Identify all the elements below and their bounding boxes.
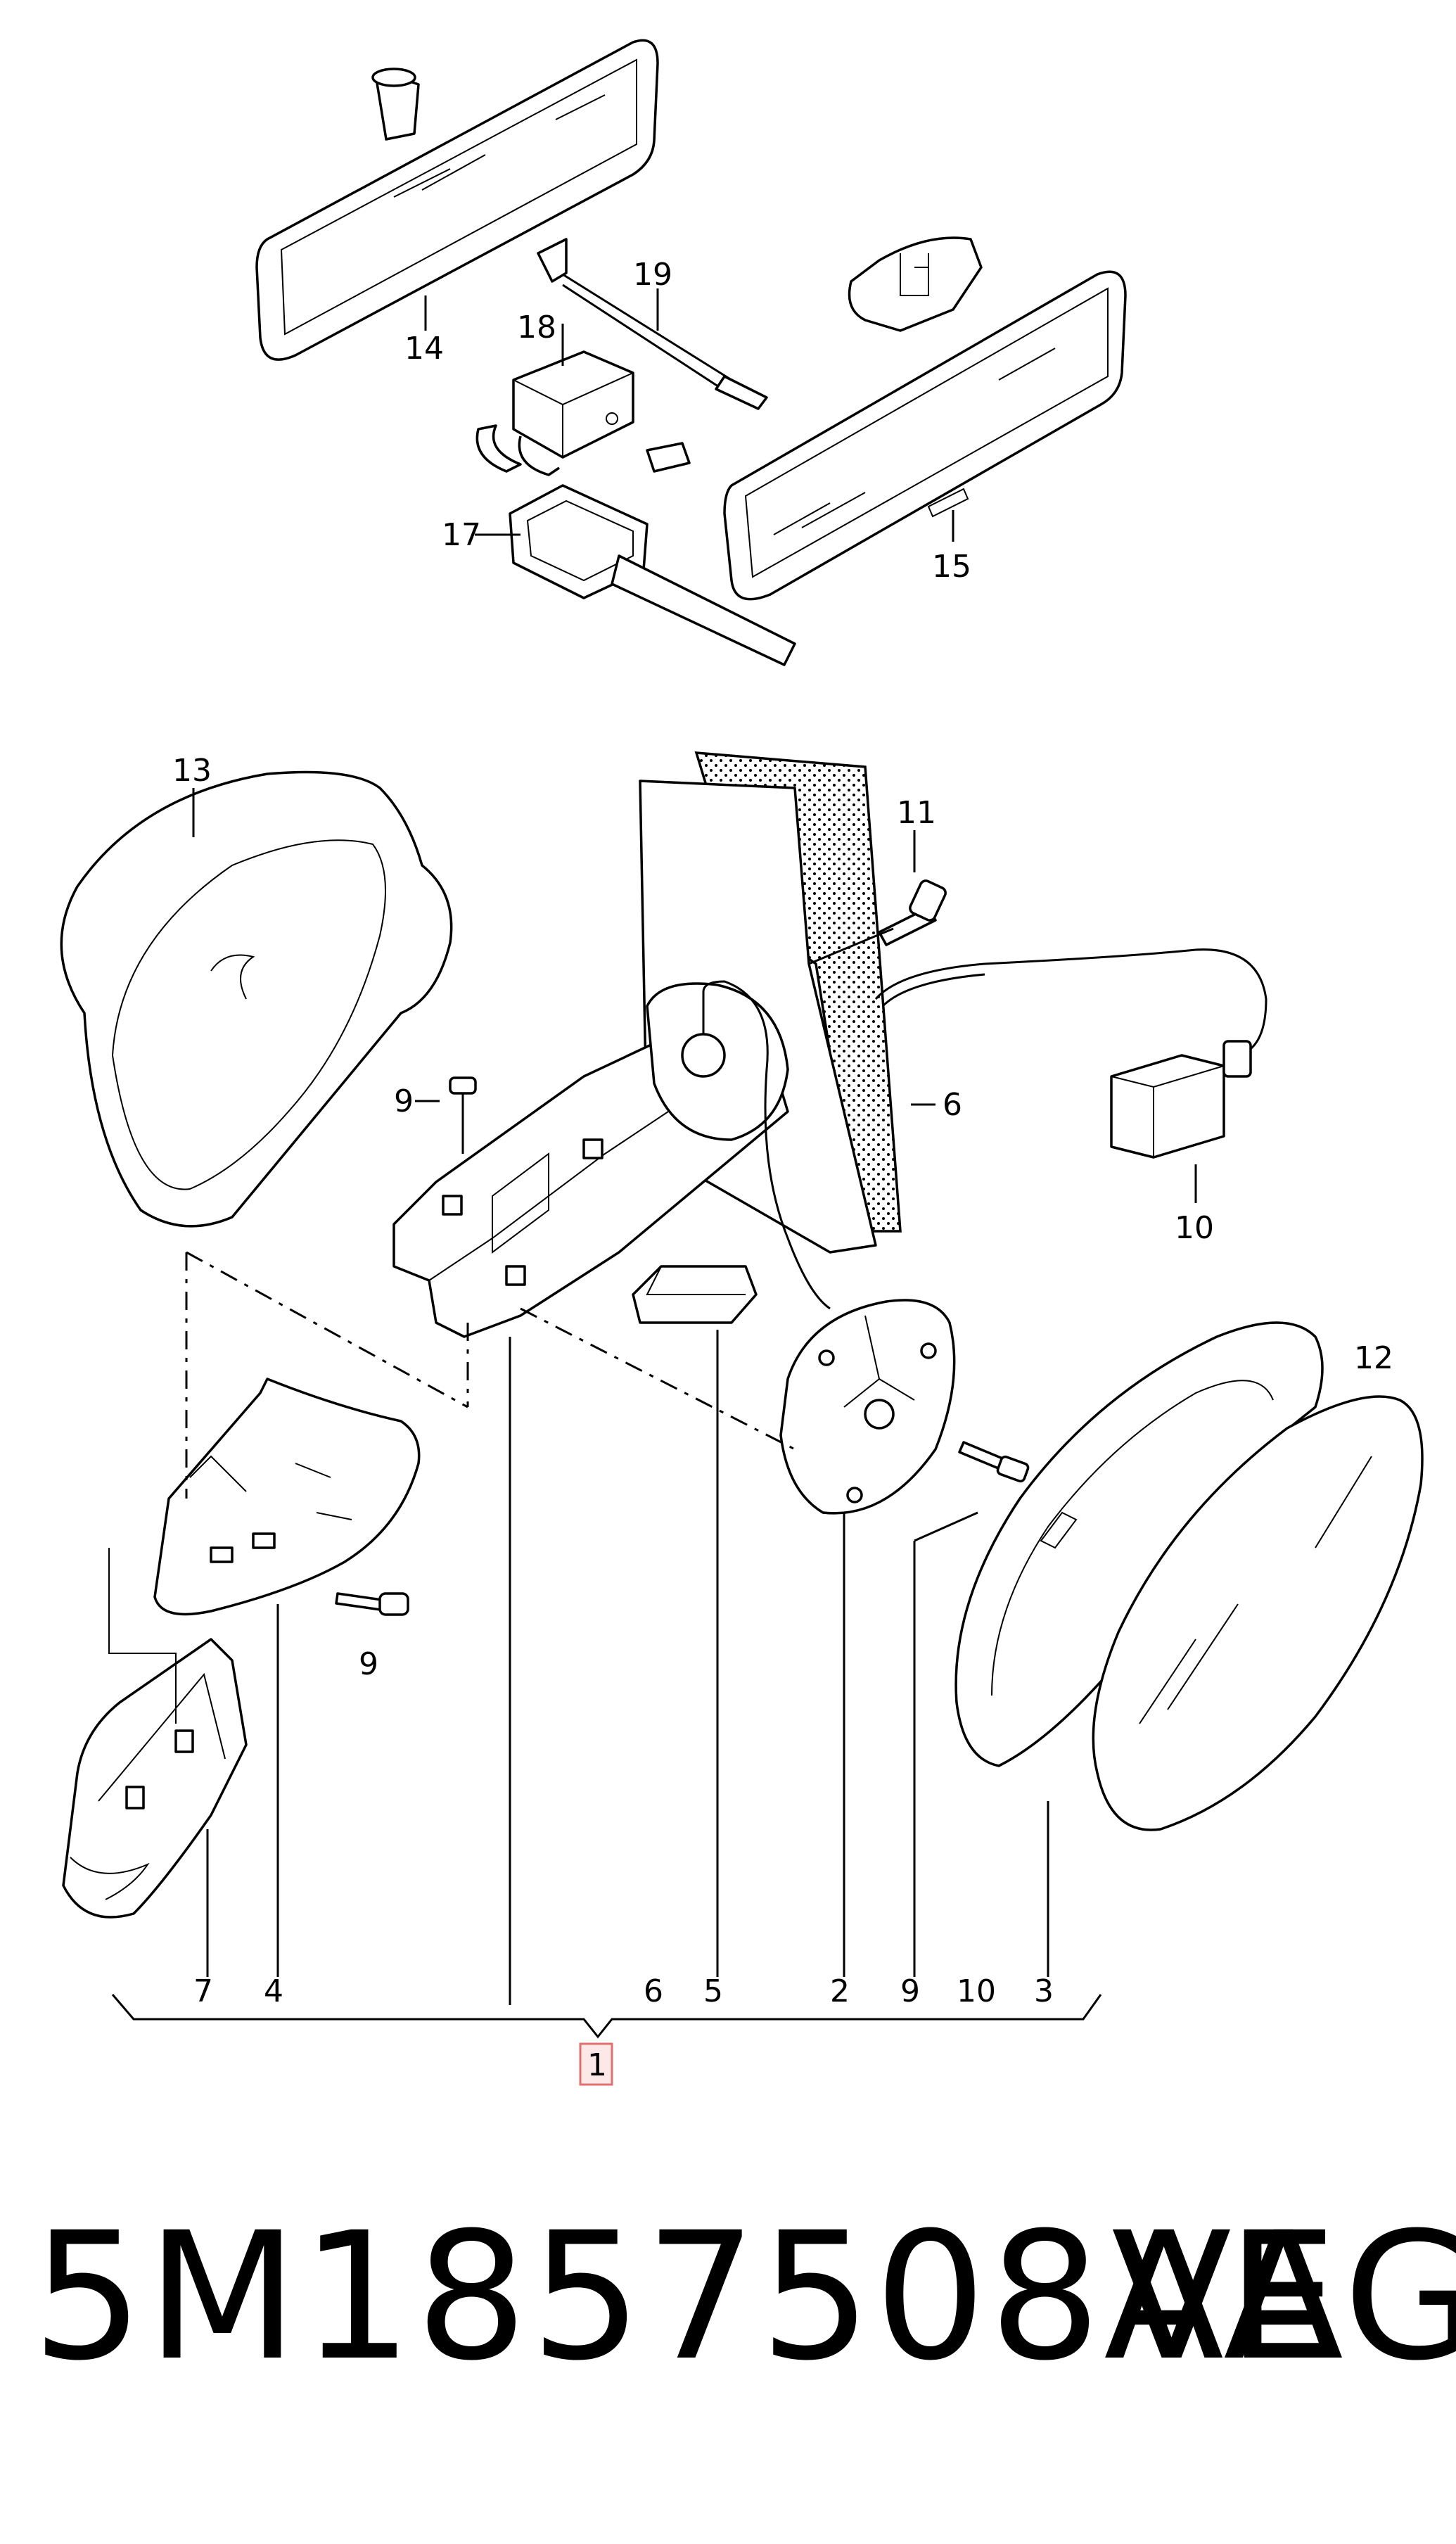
label-11: 11: [897, 795, 936, 831]
brand-name: VAG: [1111, 2194, 1456, 2399]
sensor-module-18: [475, 324, 691, 476]
screw-9-upper: [415, 1076, 477, 1154]
mirror-glass-12: [1092, 1395, 1424, 1831]
screw-11: [808, 830, 947, 965]
adjusting-motor-2: [779, 1299, 956, 1515]
callout-labels: 14 18 19 17 15 13 11 6 9 10 12 9 7 4 6 5…: [172, 257, 1393, 2086]
mirror-housing-13: [60, 770, 453, 1228]
label-18: 18: [517, 310, 556, 345]
label-9-bottom: 9: [900, 1973, 920, 2009]
cover-17: [475, 484, 796, 666]
label-7: 7: [193, 1973, 213, 2009]
label-13: 13: [172, 753, 212, 789]
label-12: 12: [1354, 1340, 1393, 1376]
label-1: 1: [587, 2047, 607, 2083]
interior-mirror-14: [255, 39, 659, 361]
connector-10: [874, 948, 1267, 1203]
label-6-lower: 6: [644, 1973, 663, 2009]
label-9-upper: 9: [394, 1083, 414, 1119]
wire-harness-19: [537, 238, 768, 410]
housing-3: [954, 1321, 1324, 1977]
label-1-highlight: [579, 2042, 613, 2086]
interior-mirror-15: [723, 236, 1127, 601]
screw-9-right: [958, 1441, 1030, 1483]
label-2: 2: [830, 1973, 850, 2009]
leader-lines: [111, 1330, 1102, 2039]
bushing-5: [632, 1265, 758, 1324]
label-17: 17: [442, 517, 481, 553]
label-15: 15: [932, 549, 971, 585]
label-4: 4: [264, 1973, 283, 2009]
mirror-bracket: [392, 980, 831, 1338]
label-10-bottom: 10: [957, 1973, 996, 2009]
label-14: 14: [404, 331, 444, 367]
indicator-7: [62, 1638, 248, 1919]
assembly-lines: [108, 1251, 796, 1724]
label-10-upper: 10: [1175, 1210, 1214, 1246]
label-9-lower: 9: [359, 1646, 378, 1682]
label-19: 19: [633, 257, 672, 293]
lower-cover-4: [153, 1378, 421, 1616]
part-number: 5M1857508AE: [32, 2194, 1341, 2399]
label-6-upper: 6: [943, 1087, 962, 1123]
label-5: 5: [703, 1973, 723, 2009]
parts-diagram: 14 18 19 17 15 13 11 6 9 10 12 9 7 4 6 5…: [60, 39, 1424, 2086]
label-3: 3: [1034, 1973, 1054, 2009]
